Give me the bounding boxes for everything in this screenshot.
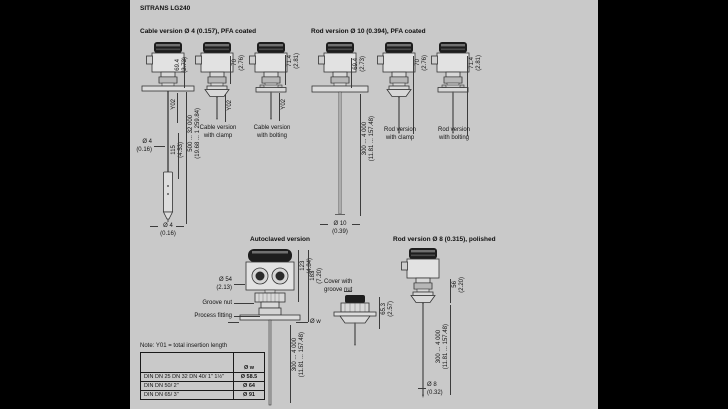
dim-label-tip-dia: Ø 8 (0.32) xyxy=(427,382,443,396)
section-heading-autoclaved: Autoclaved version xyxy=(250,236,310,243)
dim-line xyxy=(320,224,328,225)
dim-line xyxy=(184,58,185,88)
dim-label-range: 300 ... 4 000 (11.81 ... 157.48) xyxy=(292,332,305,378)
dim-label-cable-dia: Ø 4 (0.16) xyxy=(136,139,152,153)
figure-caption: Cable version with bolting xyxy=(253,125,291,139)
dim-line xyxy=(225,94,226,122)
dim-line xyxy=(228,322,239,323)
label-groove-nut: Groove nut xyxy=(202,300,232,306)
figure-caption: Rod version with clamp xyxy=(383,127,416,141)
dim-line xyxy=(230,56,231,84)
dim-line xyxy=(418,388,426,389)
dim-line xyxy=(413,56,414,134)
section-heading-rod10: Rod version Ø 10 (0.394), PFA coated xyxy=(311,28,426,35)
figure-rod-full xyxy=(311,41,369,215)
dim-line xyxy=(177,93,178,123)
dim-line xyxy=(176,226,184,227)
dim-line xyxy=(360,94,361,216)
dim-label: 65.3 (2.57) xyxy=(381,301,394,317)
dim-line xyxy=(308,250,309,322)
figure-cable-bolting xyxy=(249,41,288,120)
dim-line xyxy=(450,279,451,303)
dim-label-neck: 70 (2.76) xyxy=(232,55,245,71)
dim-label-range: 300 ... 4 000 (11.81 ... 157.48) xyxy=(436,324,449,370)
dim-line xyxy=(178,133,179,179)
dim-label-neck: 69.4 (2.73) xyxy=(175,57,188,73)
table-cell-value: Ø 58.5 xyxy=(233,372,265,382)
dim-label-neck: 71.4 (2.81) xyxy=(469,55,482,71)
dim-line xyxy=(290,325,291,403)
dim-line xyxy=(279,93,280,121)
figure-rod-bolting xyxy=(431,41,470,134)
dim-label-housing-dia: Ø 54 (2.13) xyxy=(216,277,232,291)
dim-label-y02: Y02 xyxy=(227,100,233,111)
figure-cable-full xyxy=(141,41,195,222)
table-row: DIN DN 65/ 3" Ø 91 xyxy=(140,390,265,400)
figure-cable-clamp xyxy=(195,41,234,120)
table-header-row: Ø w xyxy=(140,352,265,373)
table-row: DIN DN 25 DN 32 DN 40/ 1" 1½" Ø 58.5 xyxy=(140,372,265,382)
figure-autoclaved xyxy=(239,249,301,406)
dim-line xyxy=(285,55,286,85)
table-cell-value: Ø 91 xyxy=(233,390,265,400)
dim-label-tip-dia: Ø 4 (0.16) xyxy=(160,223,176,237)
datasheet-page: SITRANS LG240 Cable version Ø 4 (0.157),… xyxy=(130,0,598,409)
figure-cover-groove-nut xyxy=(333,295,377,346)
table-row: DIN DN 50/ 2" Ø 64 xyxy=(140,381,265,391)
figure-caption: Rod version with bolting xyxy=(437,127,470,141)
dim-label-neck: 56 (2.20) xyxy=(452,277,465,293)
table-cell-label: DIN DN 50/ 2" xyxy=(140,381,234,391)
label-cover-groove-nut: Cover with groove nut xyxy=(324,279,353,293)
section-heading-cable: Cable version Ø 4 (0.157), PFA coated xyxy=(140,28,257,35)
dim-label-w: Ø w xyxy=(310,319,321,325)
dim-line xyxy=(234,284,245,285)
dim-label-lower: 183 (7.20) xyxy=(310,268,323,284)
dim-line xyxy=(467,56,468,136)
table-cell-label: DIN DN 25 DN 32 DN 40/ 1" 1½" xyxy=(140,372,234,382)
dim-line xyxy=(298,250,299,302)
dim-line xyxy=(154,146,165,147)
dim-line xyxy=(351,58,352,88)
dim-line xyxy=(296,322,308,323)
dim-line xyxy=(450,305,451,395)
label-process-fitting: Process fitting xyxy=(194,313,232,319)
dim-label-neck: 69.4 (2.73) xyxy=(353,56,366,72)
dim-label-neck: 70 (2.76) xyxy=(415,55,428,71)
dim-line xyxy=(379,297,380,329)
figure-caption: Cable version with clamp xyxy=(199,125,237,139)
dim-line xyxy=(186,92,187,224)
leader-line xyxy=(234,316,260,317)
dim-label-y02: Y02 xyxy=(281,99,287,110)
table-header-empty xyxy=(140,352,234,373)
dim-label-neck: 71.4 (2.81) xyxy=(287,53,300,69)
table-cell-value: Ø 64 xyxy=(233,381,265,391)
dim-line xyxy=(150,226,158,227)
figure-rod8-polished xyxy=(401,247,440,398)
table-header-w: Ø w xyxy=(233,352,265,373)
page-title: SITRANS LG240 xyxy=(140,5,191,12)
section-heading-rod8: Rod version Ø 8 (0.315), polished xyxy=(393,236,496,243)
figure-rod-clamp xyxy=(377,41,416,134)
dim-label-tip-dia: Ø 10 (0.39) xyxy=(332,221,348,235)
leader-line xyxy=(344,291,352,292)
leader-line xyxy=(234,303,254,304)
dim-line xyxy=(352,224,360,225)
note-insertion-length: Note: Y01 = total insertion length xyxy=(140,343,228,349)
flange-width-table: Ø w DIN DN 25 DN 32 DN 40/ 1" 1½" Ø 58.5… xyxy=(140,352,265,400)
table-cell-label: DIN DN 65/ 3" xyxy=(140,390,234,400)
